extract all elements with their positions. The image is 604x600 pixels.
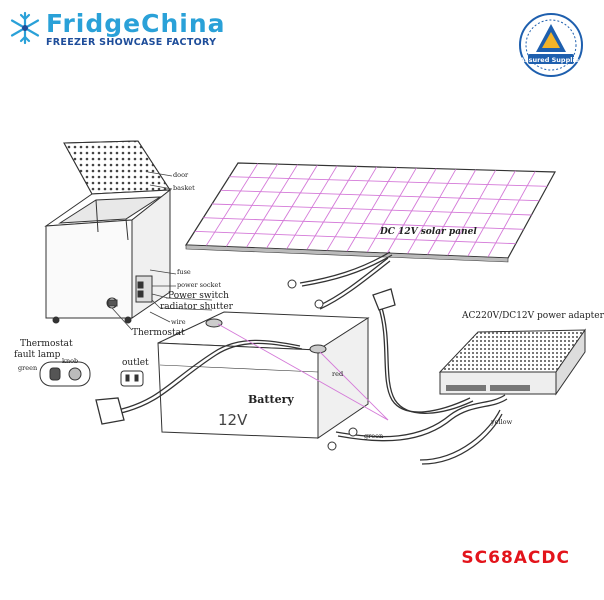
label-green-2: green [364, 432, 384, 440]
label-radiator-shutter: radiator shutter [160, 302, 233, 312]
brand-subtitle: FREEZER SHOWCASE FACTORY [46, 37, 217, 48]
label-knob: knob [62, 357, 79, 365]
label-battery: Battery [248, 393, 294, 406]
label-red: red [332, 370, 344, 378]
label-fuse: fuse [177, 268, 191, 276]
thermostat-panel [39, 361, 91, 387]
solar-grid-row [203, 217, 524, 230]
model-code: SC68ACDC [461, 548, 570, 568]
label-yellow: yellow [491, 418, 513, 426]
solar-grid-row [220, 189, 540, 202]
label-power-socket: power socket [177, 281, 221, 289]
snowflake-icon [10, 11, 40, 45]
outlet [120, 370, 144, 387]
power-adapter [438, 328, 586, 396]
label-solar-panel: DC 12V solar panel [380, 227, 477, 237]
label-basket: basket [173, 184, 195, 192]
cables [95, 251, 508, 465]
battery [157, 311, 370, 439]
label-battery-voltage: 12V [218, 411, 248, 429]
label-power-switch: Power switch [168, 291, 229, 301]
label-thermostat-fault-lamp-1: Thermostat [20, 339, 73, 349]
label-wire: wire [171, 318, 186, 326]
solar-panel [184, 162, 556, 263]
wiring-hint-lines [217, 323, 389, 421]
freezer-leaders [111, 171, 213, 331]
chest-freezer [44, 140, 172, 324]
label-outlet: outlet [122, 358, 149, 368]
label-power-adapter: AC220V/DC12V power adapter [462, 311, 604, 321]
ring-terminals [287, 279, 358, 451]
brand-logo: FridgeChina FREEZER SHOWCASE FACTORY [6, 8, 225, 50]
label-green: green [18, 364, 38, 372]
label-thermostat: Thermostat [132, 328, 185, 338]
solar-grid-row [194, 230, 516, 245]
solar-grid-row [211, 203, 532, 216]
label-door: door [173, 171, 189, 179]
seal-text: Assured Supplier [520, 56, 583, 64]
label-thermostat-fault-lamp-2: fault lamp [14, 350, 61, 360]
brand-name: FridgeChina [46, 9, 226, 38]
assured-supplier-seal: Assured Supplier [519, 13, 583, 77]
solar-grid-row [229, 176, 548, 187]
